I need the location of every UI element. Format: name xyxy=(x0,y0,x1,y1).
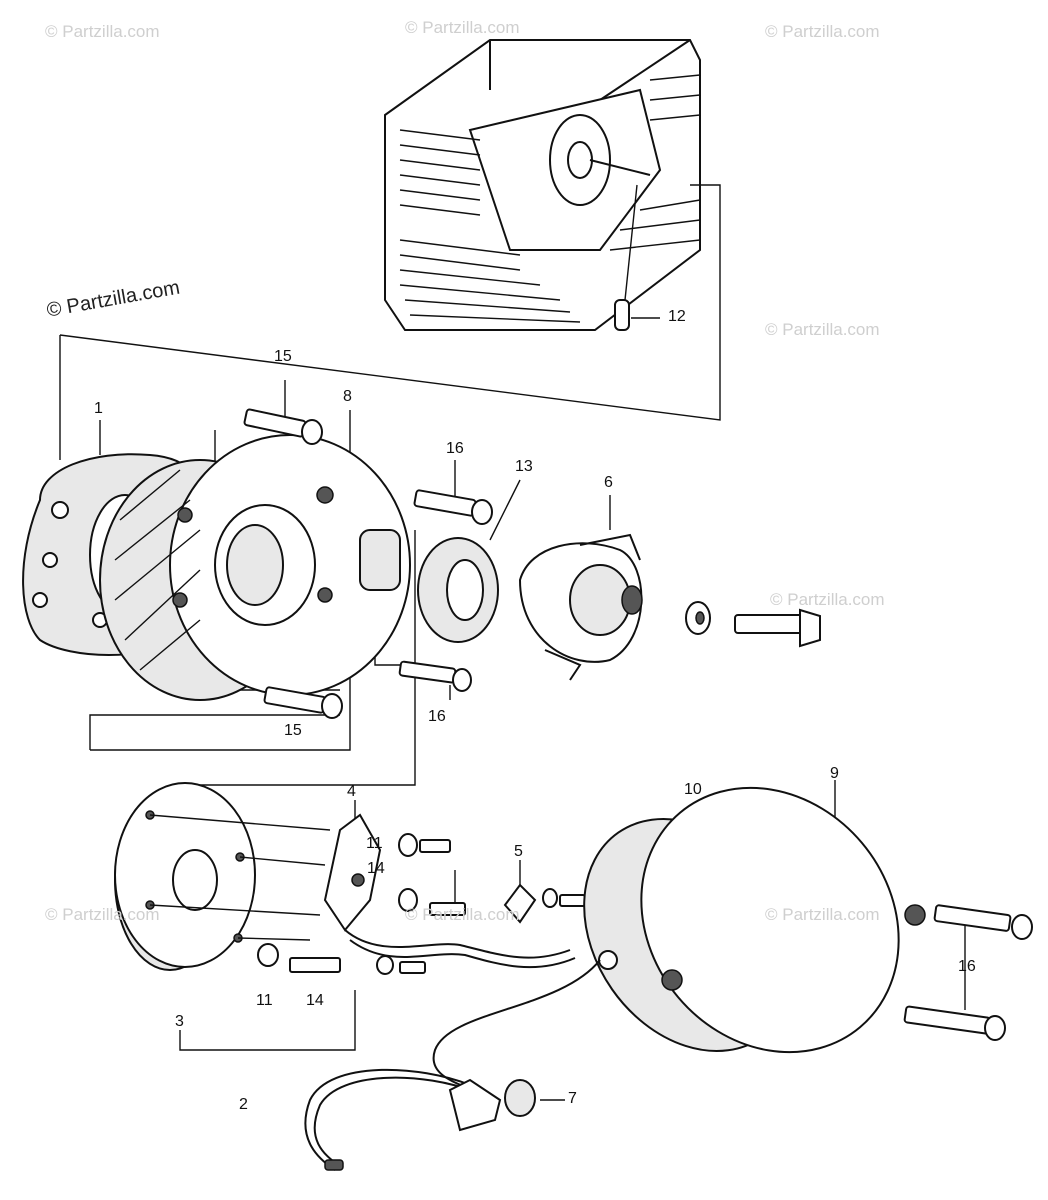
part-label: 11 xyxy=(366,835,383,852)
contact-set-4 xyxy=(323,813,576,969)
part-label: 15 xyxy=(284,722,302,739)
part-label: 10 xyxy=(684,781,702,798)
watermark: © Partzilla.com xyxy=(45,905,160,924)
set-screw-12 xyxy=(614,184,660,331)
watermark: © Partzilla.com xyxy=(765,22,880,41)
part-label: 9 xyxy=(830,765,839,782)
advancer-6 xyxy=(518,533,643,681)
bolt-16-middle xyxy=(398,660,472,692)
part-label: 14 xyxy=(367,860,385,877)
part-label: 16 xyxy=(958,958,976,975)
part-label: 6 xyxy=(604,474,613,491)
part-label: 3 xyxy=(175,1013,184,1030)
part-label: 1 xyxy=(94,400,103,417)
part-label: 8 xyxy=(343,388,352,405)
bolt-15-top xyxy=(243,408,323,445)
part-label: 16 xyxy=(446,440,464,457)
washer-screw-set xyxy=(257,833,466,975)
watermark: © Partzilla.com xyxy=(405,18,520,37)
watermark: © Partzilla.com xyxy=(45,22,160,41)
part-label: 2 xyxy=(239,1096,248,1113)
bolt-15-bottom xyxy=(263,686,343,719)
base-plate-3 xyxy=(114,782,331,971)
capacitor-5 xyxy=(503,883,586,924)
watermark: © Partzilla.com xyxy=(405,905,520,924)
part-label: 16 xyxy=(428,708,446,725)
part-label: 11 xyxy=(256,992,273,1009)
watermark: © Partzilla.com xyxy=(765,905,880,924)
part-label: 14 xyxy=(306,992,324,1009)
bolt-16-right-lower xyxy=(903,1005,1006,1041)
part-label: 12 xyxy=(668,308,686,325)
part-label: 15 xyxy=(274,348,292,365)
part-label: 5 xyxy=(514,843,523,860)
part-label: 7 xyxy=(568,1090,577,1107)
watermark: © Partzilla.com xyxy=(770,590,885,609)
lead-wire-7 xyxy=(304,959,601,1171)
cover-9-10 xyxy=(583,786,926,1054)
bolt-16-right-upper xyxy=(933,904,1033,940)
seal-ring-13 xyxy=(417,537,499,643)
washer-bolt xyxy=(685,601,821,648)
engine-block xyxy=(384,39,701,331)
watermark: © Partzilla.com xyxy=(765,320,880,339)
part-label: 4 xyxy=(347,783,356,800)
bolt-16-top xyxy=(413,489,493,525)
stator-housing-8 xyxy=(99,434,411,701)
part-label: 13 xyxy=(515,458,533,475)
